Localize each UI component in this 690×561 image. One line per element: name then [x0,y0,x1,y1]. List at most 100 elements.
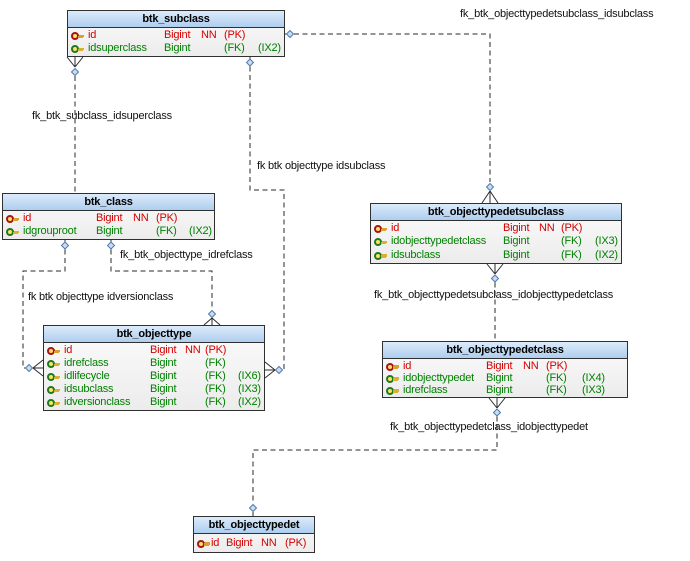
table-header[interactable]: btk_objecttypedetsubclass [371,204,621,221]
table-body: id Bigint NN (PK) idobjecttypedetclass B… [371,221,621,263]
column-name: id [211,536,220,549]
relationship-fk_btk_objecttypedetclass_idobjecttypedet[interactable] [248,397,506,516]
column-index: (IX3) [582,383,605,396]
column-type: Bigint [486,371,513,384]
column-type: Bigint [226,536,253,549]
primary-key-icon [47,346,60,355]
relationship-label[interactable]: fk_btk_objecttypedetclass_idobjecttypede… [390,421,588,433]
table-btk_objecttypedet[interactable]: btk_objecttypedet id Bigint NN (PK) [193,516,315,553]
column-index: (IX2) [258,42,281,54]
column-keyflag: (FK) [205,357,226,369]
crowfoot-glyph [203,317,221,326]
table-row[interactable]: id Bigint NN (PK) [3,212,214,225]
relationship-fk_btk_objecttypedetsubclass_idsubclass[interactable] [285,29,499,204]
table-header[interactable]: btk_class [3,194,214,211]
column-type: Bigint [503,235,530,248]
table-row[interactable]: idgrouproot Bigint (FK) (IX2) [3,225,214,238]
relationship-fk_btk_objecttype_idsubclass[interactable] [245,57,285,379]
table-body: id Bigint NN (PK) idobjecttypedet Bigint… [383,359,627,397]
column-type: Bigint [486,359,513,372]
relationship-fk_btk_objecttype_idrefclass[interactable] [106,240,221,326]
relationship-fk_btk_subclass_idsuperclass[interactable] [66,56,84,193]
column-keyflag: (FK) [205,370,226,382]
primary-key-icon [386,362,399,371]
relationship-label[interactable]: fk btk objecttype idversionclass [28,291,174,303]
column-notnull: NN [133,212,149,224]
column-type: Bigint [96,225,123,237]
optionality-diamond [207,309,217,319]
relationship-dashed-line [110,249,213,310]
table-header[interactable]: btk_objecttype [44,326,264,343]
table-row[interactable]: idlifecycle Bigint (FK) (IX6) [44,370,264,383]
column-name: id [64,344,73,356]
column-name: idsubclass [391,248,441,261]
column-type: Bigint [164,42,191,54]
table-row[interactable]: idsubclass Bigint (FK) (IX3) [44,383,264,396]
foreign-key-icon [374,251,387,260]
table-row[interactable]: idrefclass Bigint (FK) (IX3) [383,384,627,396]
crowfoot-glyph [486,263,504,275]
column-keyflag: (FK) [224,42,245,54]
table-row[interactable]: id Bigint NN (PK) [68,29,284,42]
optionality-diamond [70,67,80,77]
table-row[interactable]: id Bigint NN (PK) [194,535,314,551]
column-index: (IX6) [238,370,261,382]
table-row[interactable]: idversionclass Bigint (FK) (IX2) [44,396,264,409]
primary-key-icon [197,539,210,548]
column-keyflag: (PK) [156,212,178,224]
table-row[interactable]: id Bigint NN (PK) [383,360,627,372]
table-row[interactable]: idsubclass Bigint (FK) (IX2) [371,249,621,262]
column-name: idlifecycle [64,370,110,382]
table-row[interactable]: id Bigint NN (PK) [44,344,264,357]
table-header[interactable]: btk_objecttypedetclass [383,342,627,359]
relationship-label[interactable]: fk btk objecttype idsubclass [257,160,386,172]
table-header[interactable]: btk_objecttypedet [194,517,314,534]
optionality-diamond [60,241,70,250]
column-name: idobjecttypedet [403,371,474,384]
foreign-key-icon [47,385,60,394]
column-notnull: NN [201,29,217,41]
relationship-label[interactable]: fk_btk_objecttypedetsubclass_idsubclass [460,8,654,20]
column-keyflag: (FK) [546,383,567,396]
foreign-key-icon [374,237,387,247]
column-type: Bigint [164,29,191,41]
column-name: idsuperclass [88,42,147,54]
relationship-fk_btk_objecttypedetsubclass_idobjecttypedetclass[interactable] [486,263,504,341]
table-body: id Bigint NN (PK) [194,534,314,552]
table-row[interactable]: idobjecttypedetclass Bigint (FK) (IX3) [371,235,621,248]
optionality-diamond [485,182,495,192]
foreign-key-icon [386,374,399,383]
table-btk_objecttypedetsubclass[interactable]: btk_objecttypedetsubclass id Bigint NN (… [370,203,622,264]
foreign-key-icon [6,227,19,236]
table-row[interactable]: idrefclass Bigint (FK) [44,357,264,370]
column-name: idgrouproot [23,225,77,237]
crowfoot-glyph [264,361,276,379]
table-btk_subclass[interactable]: btk_subclass id Bigint NN (PK) idsupercl… [67,10,285,57]
column-index: (IX4) [582,371,605,384]
optionality-diamond [492,408,502,417]
column-name: id [391,222,400,235]
table-row[interactable]: idobjecttypedet Bigint (FK) (IX4) [383,372,627,384]
table-btk_objecttype[interactable]: btk_objecttype id Bigint NN (PK) idrefcl… [43,325,265,411]
crowfoot-glyph [32,359,44,377]
crowfoot-glyph [488,397,506,409]
relationship-fk_btk_objecttype_idversionclass[interactable] [22,240,70,377]
column-type: Bigint [150,357,177,369]
column-notnull: NN [539,222,555,235]
relationship-label[interactable]: fk_btk_subclass_idsuperclass [32,110,172,122]
foreign-key-icon [47,398,60,407]
table-row[interactable]: idsuperclass Bigint (FK) (IX2) [68,42,284,55]
column-name: id [403,359,412,372]
column-name: id [88,29,97,41]
optionality-diamond [245,58,255,67]
table-row[interactable]: id Bigint NN (PK) [371,222,621,235]
table-btk_class[interactable]: btk_class id Bigint NN (PK) idgrouproot … [2,193,215,240]
column-index: (IX3) [238,383,261,395]
table-header[interactable]: btk_subclass [68,11,284,28]
column-index: (IX3) [595,235,618,248]
table-btk_objecttypedetclass[interactable]: btk_objecttypedetclass id Bigint NN (PK)… [382,341,628,398]
relationship-label[interactable]: fk_btk_objecttypedetsubclass_idobjecttyp… [374,289,614,301]
relationship-label[interactable]: fk_btk_objecttype_idrefclass [120,249,253,261]
relationship-dashed-line [294,33,491,182]
